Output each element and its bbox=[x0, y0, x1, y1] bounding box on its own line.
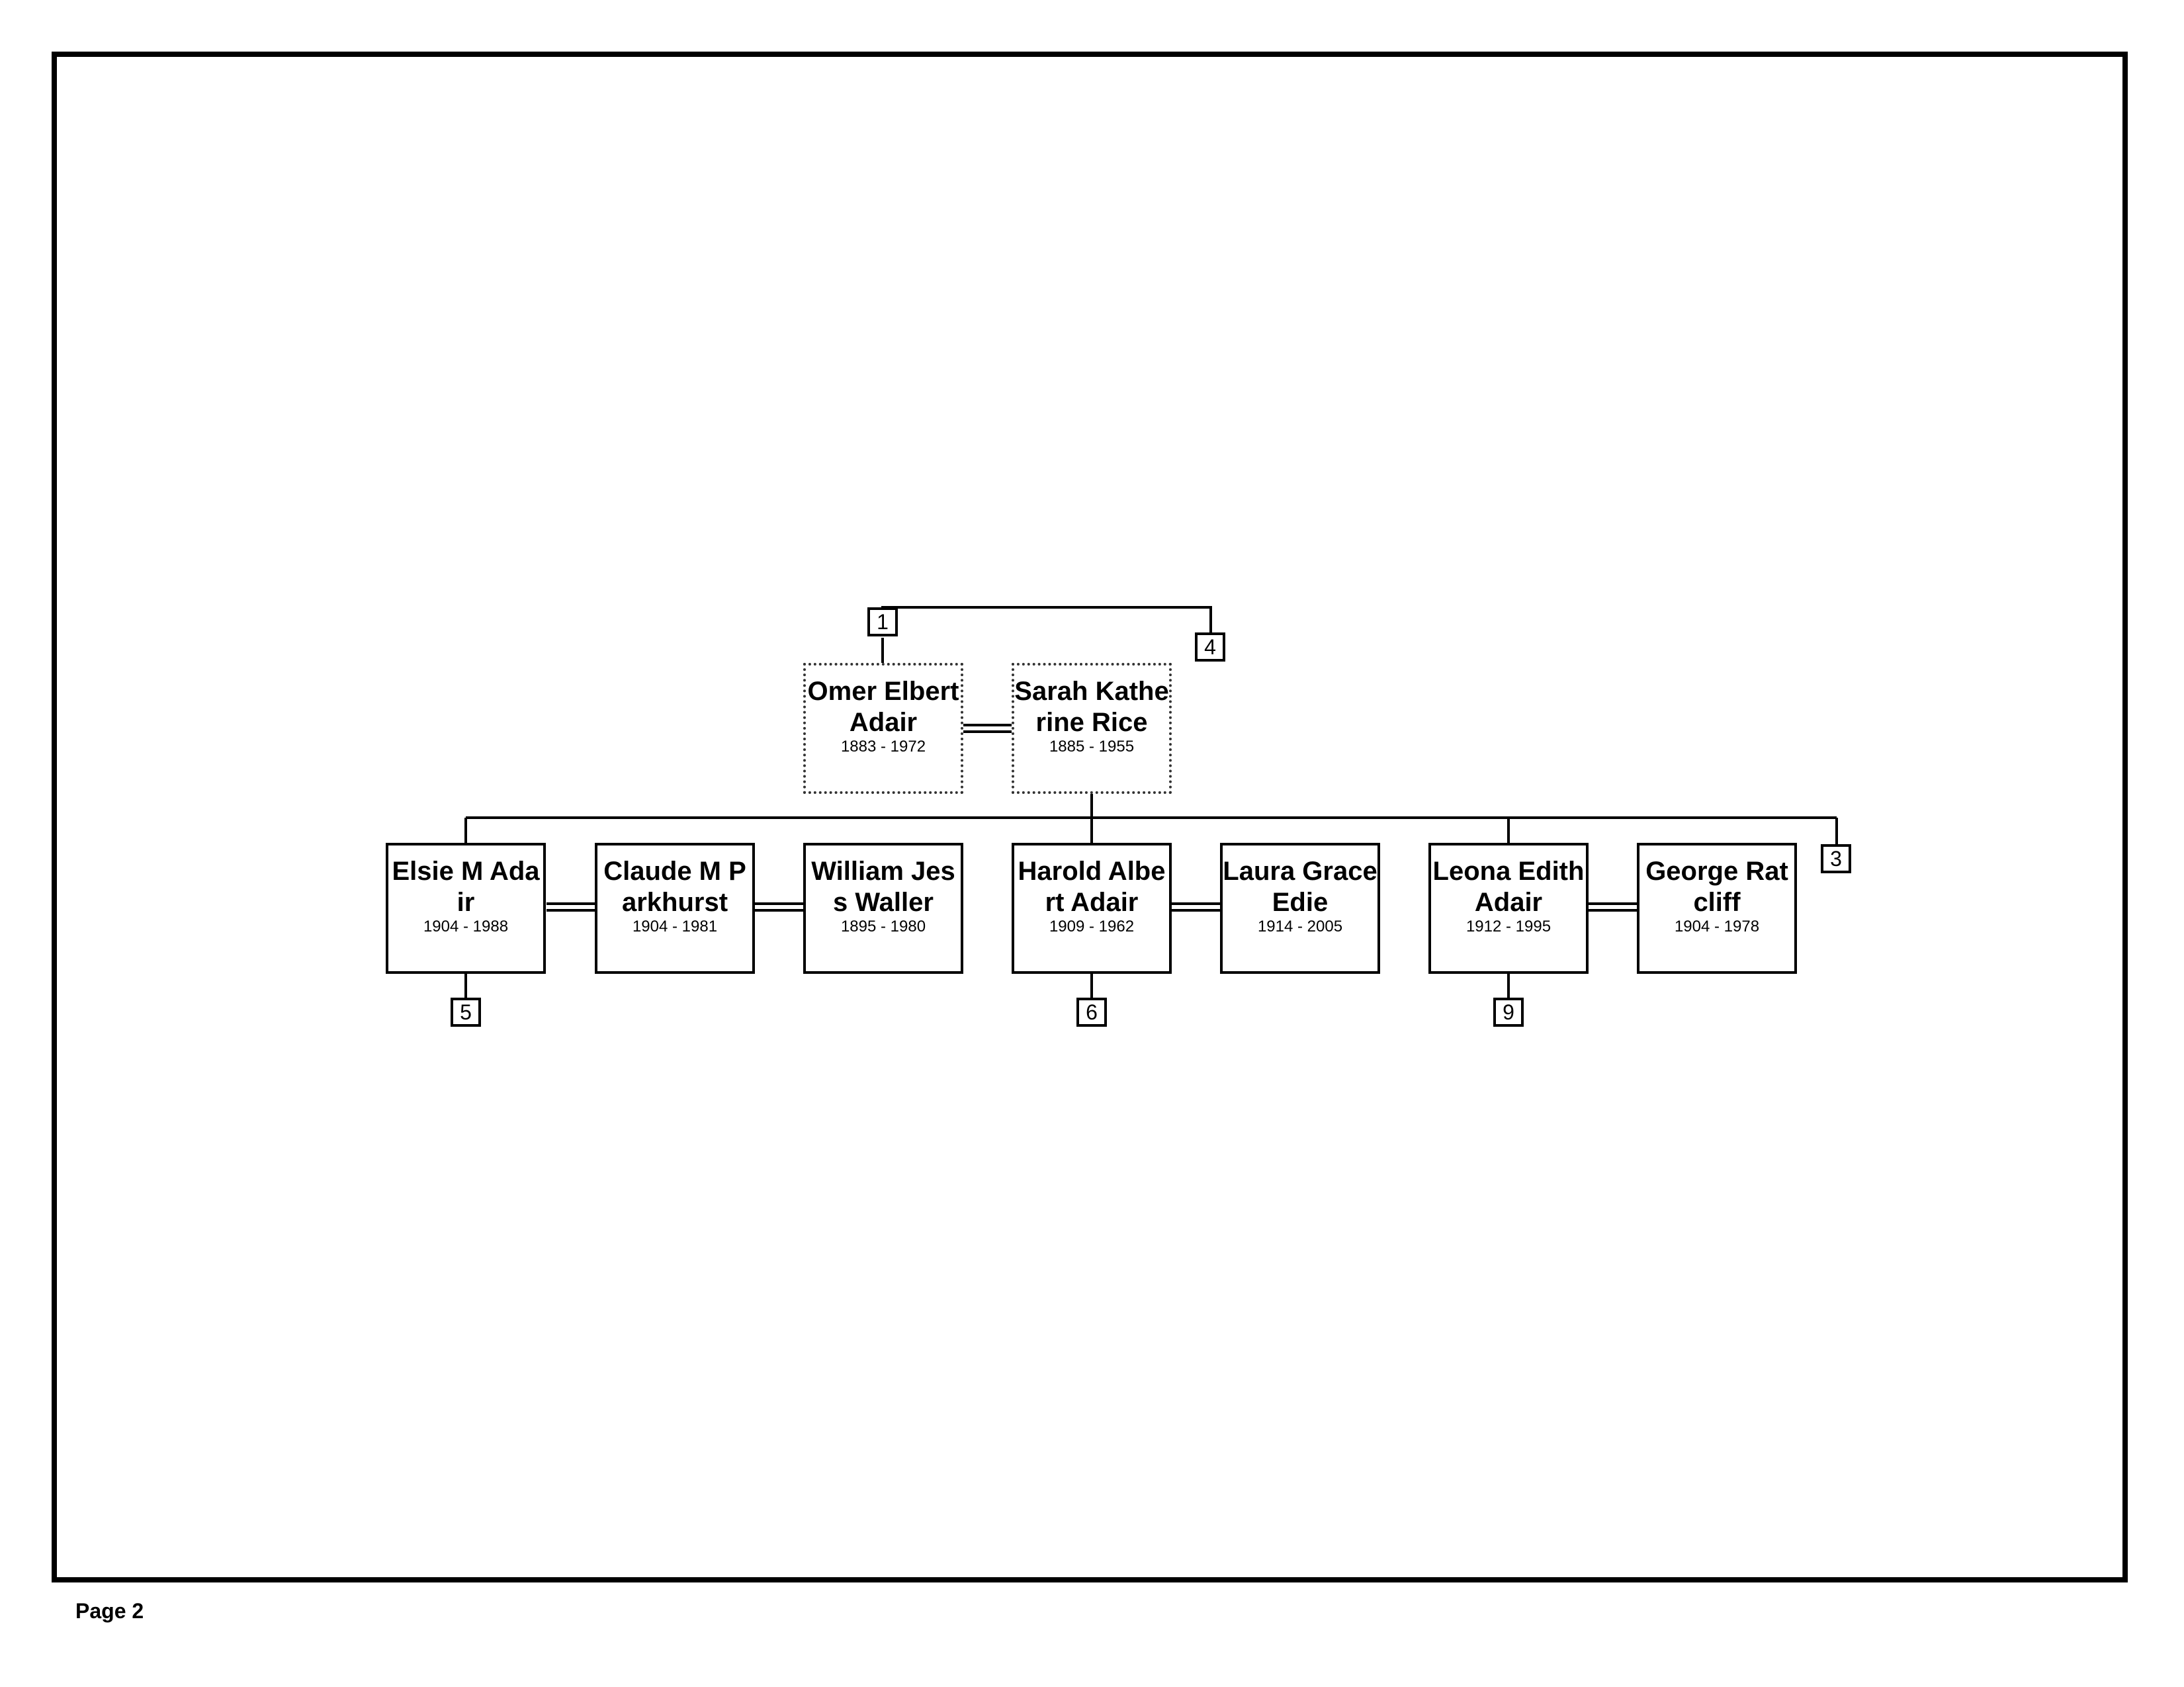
person-dates: 1883 - 1972 bbox=[840, 738, 926, 756]
person-box-sarah[interactable]: Sarah Katherine Rice 1885 - 1955 bbox=[1012, 663, 1172, 794]
ref-box-9[interactable]: 9 bbox=[1493, 998, 1524, 1027]
person-box-william[interactable]: William Jess Waller 1895 - 1980 bbox=[803, 843, 963, 974]
person-name: Elsie M Adair bbox=[392, 857, 540, 917]
ref-box-5[interactable]: 5 bbox=[451, 998, 481, 1027]
person-box-elsie[interactable]: Elsie M Adair 1904 - 1988 bbox=[386, 843, 546, 974]
person-name: William Jess Waller bbox=[811, 857, 955, 917]
ref-box-1[interactable]: 1 bbox=[867, 607, 898, 636]
person-dates: 1885 - 1955 bbox=[1049, 738, 1135, 756]
person-name: Omer Elbert Adair bbox=[807, 677, 959, 737]
ref-box-6[interactable]: 6 bbox=[1076, 998, 1107, 1027]
person-dates: 1914 - 2005 bbox=[1257, 918, 1343, 935]
person-name: Harold Albert Adair bbox=[1018, 857, 1166, 917]
person-name: George Ratcliff bbox=[1645, 857, 1788, 917]
person-name: Sarah Katherine Rice bbox=[1014, 677, 1169, 737]
person-dates: 1904 - 1978 bbox=[1674, 918, 1760, 935]
person-dates: 1895 - 1980 bbox=[840, 918, 926, 935]
person-box-laura[interactable]: Laura Grace Edie 1914 - 2005 bbox=[1220, 843, 1380, 974]
person-box-george[interactable]: George Ratcliff 1904 - 1978 bbox=[1637, 843, 1797, 974]
page-number: Page 2 bbox=[75, 1599, 144, 1623]
ref-box-3[interactable]: 3 bbox=[1821, 844, 1851, 873]
person-dates: 1912 - 1995 bbox=[1465, 918, 1551, 935]
person-name: Claude M Parkhurst bbox=[603, 857, 746, 917]
person-box-omer[interactable]: Omer Elbert Adair 1883 - 1972 bbox=[803, 663, 963, 794]
ref-1-to-ref-4-line bbox=[881, 606, 1212, 632]
person-dates: 1904 - 1981 bbox=[632, 918, 718, 935]
page-frame bbox=[52, 52, 2128, 1582]
person-name: Laura Grace Edie bbox=[1223, 857, 1377, 917]
person-box-harold[interactable]: Harold Albert Adair 1909 - 1962 bbox=[1012, 843, 1172, 974]
person-box-claude[interactable]: Claude M Parkhurst 1904 - 1981 bbox=[595, 843, 755, 974]
person-dates: 1904 - 1988 bbox=[423, 918, 509, 935]
person-name: Leona Edith Adair bbox=[1432, 857, 1585, 917]
ref-box-4[interactable]: 4 bbox=[1195, 632, 1225, 662]
person-box-leona[interactable]: Leona Edith Adair 1912 - 1995 bbox=[1428, 843, 1589, 974]
person-dates: 1909 - 1962 bbox=[1049, 918, 1135, 935]
